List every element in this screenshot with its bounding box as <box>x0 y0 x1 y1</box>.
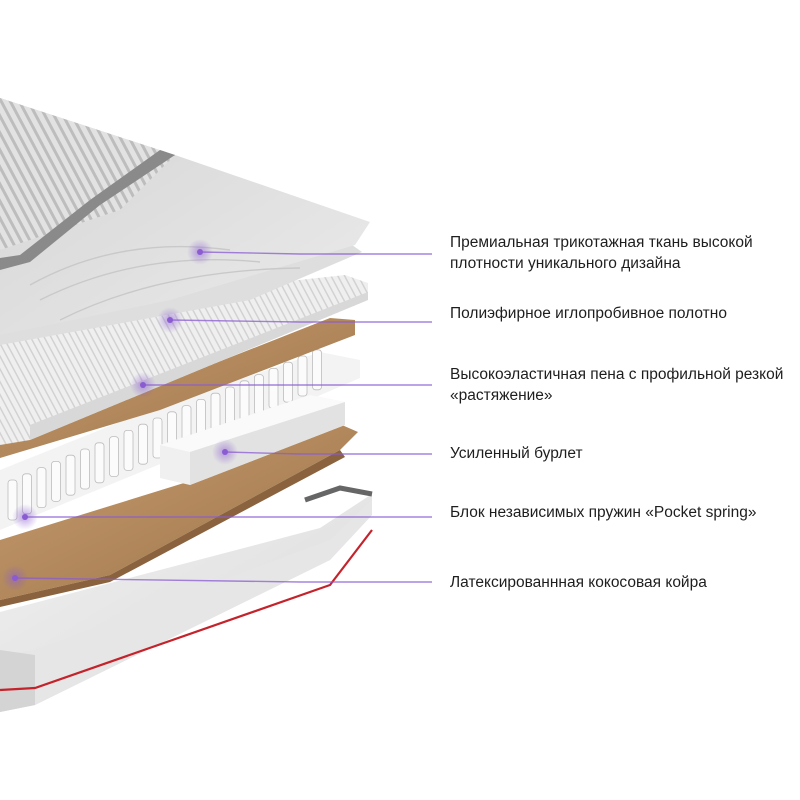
leader-foam <box>130 372 432 398</box>
spring-pocket <box>152 417 163 459</box>
coir-layer-lower <box>0 422 358 607</box>
spring-pocket <box>65 454 76 496</box>
marker-dot <box>22 514 28 520</box>
callout-coir: Латексированнная кокосовая койра <box>450 574 707 591</box>
spring-pocket <box>312 349 322 391</box>
callout-burlet: Усиленный бурлет <box>450 445 583 462</box>
marker-dot <box>222 449 228 455</box>
marker-dot <box>12 575 18 581</box>
spring-pocket <box>80 448 90 490</box>
leader-felt <box>157 307 432 333</box>
callout-springs: Блок независимых пружин «Pocket spring» <box>450 504 757 521</box>
spring-pocket <box>268 367 279 409</box>
spring-pocket <box>36 467 47 509</box>
red-stripe <box>0 529 373 692</box>
spring-pocket <box>51 460 61 502</box>
leader-springs <box>12 504 432 530</box>
callout-foam: Высокоэластичная пена с профильной резко… <box>450 366 784 404</box>
leader-burlet <box>212 439 432 465</box>
callout-fabric: Премиальная трикотажная ткань высокой пл… <box>450 234 753 272</box>
spring-pocket <box>254 374 264 416</box>
spring-pocket <box>297 355 308 397</box>
spring-pocket <box>123 429 134 471</box>
leader-fabric <box>187 239 432 265</box>
coir-layer-upper <box>0 318 355 458</box>
spring-pocket <box>138 423 148 465</box>
fabric-layer <box>0 98 370 335</box>
marker-dot <box>140 382 146 388</box>
spring-pocket <box>283 361 293 403</box>
marker-dot <box>197 249 203 255</box>
callout-leaders <box>2 239 432 591</box>
spring-pocket <box>94 442 105 484</box>
callout-felt: Полиэфирное иглопробивное полотно <box>450 305 727 322</box>
base-block <box>0 485 373 712</box>
marker-dot <box>167 317 173 323</box>
spring-pocket <box>239 380 250 422</box>
spring-pocket <box>109 436 119 478</box>
leader-coir <box>2 565 432 591</box>
pocket-springs <box>7 349 322 521</box>
